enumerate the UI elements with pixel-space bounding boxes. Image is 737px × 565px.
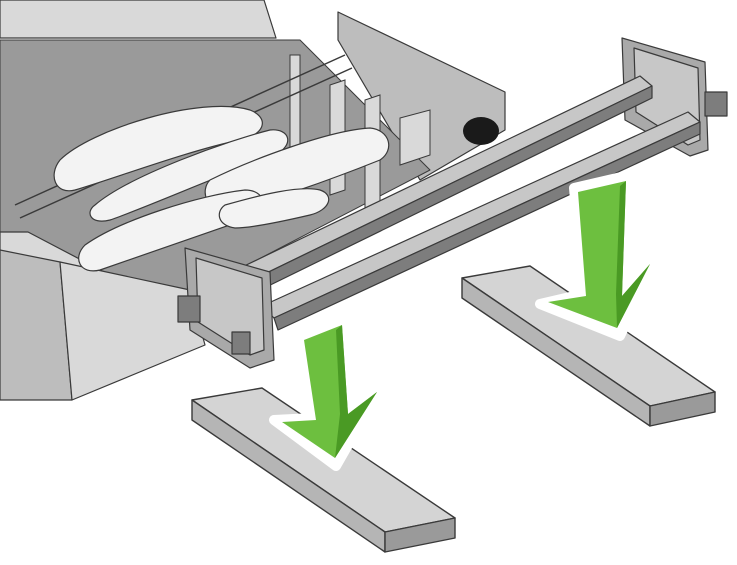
down-arrow-icon: [535, 170, 663, 341]
down-arrow-icon: [269, 313, 389, 471]
lower-beam-shade: [273, 121, 701, 331]
divider-4: [399, 109, 431, 166]
left-foot-bracket: [231, 331, 251, 355]
box-hole: [463, 117, 499, 145]
left-bracket: [177, 295, 201, 323]
shipping-box: [0, 0, 506, 401]
box-front-face-right: [59, 261, 206, 401]
divider-1: [289, 54, 301, 151]
right-bracket: [704, 91, 728, 117]
crossbar-frame: [177, 37, 728, 369]
box-right-wall: [337, 11, 506, 181]
wrapped-parts: [53, 105, 390, 272]
foam-block-left-end: [384, 517, 456, 553]
wrapped-part-5: [218, 188, 330, 229]
foam-block-right-end: [649, 391, 716, 427]
box-back-wall: [0, 0, 277, 39]
foam-block-right: [461, 265, 716, 427]
